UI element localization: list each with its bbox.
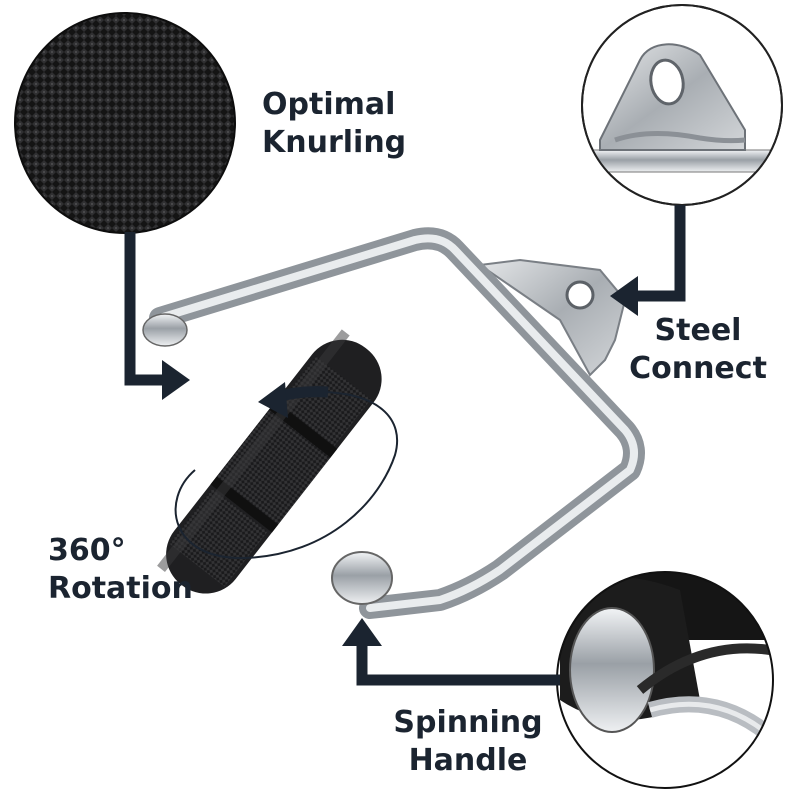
knurling-label: Optimal Knurling [262,86,406,162]
steel-tab-closeup [581,4,783,206]
spinning-label-line2: Handle [408,743,528,778]
rotation-label: 360° Rotation [48,532,193,608]
knurling-label-line1: Optimal [262,87,396,122]
spinning-handle-label: Spinning Handle [388,704,548,780]
spinning-callout-arrow [342,618,560,686]
handle-frame [149,227,645,619]
spinning-collar-closeup [556,571,774,789]
steel-label-line2: Connect [629,351,767,386]
steel-connect-label: Steel Connect [618,312,778,388]
steel-callout-arrow [610,205,686,316]
steel-label-line1: Steel [654,313,742,348]
rotation-label-line2: Rotation [48,571,193,606]
rotation-arrow-icon [174,382,399,560]
rotation-label-line1: 360° [48,533,126,568]
knurling-label-line2: Knurling [262,125,407,160]
spinning-label-line1: Spinning [393,705,543,740]
knurled-texture-closeup [14,12,236,234]
knurled-grip [142,313,393,605]
knurling-callout-arrow [124,232,190,400]
